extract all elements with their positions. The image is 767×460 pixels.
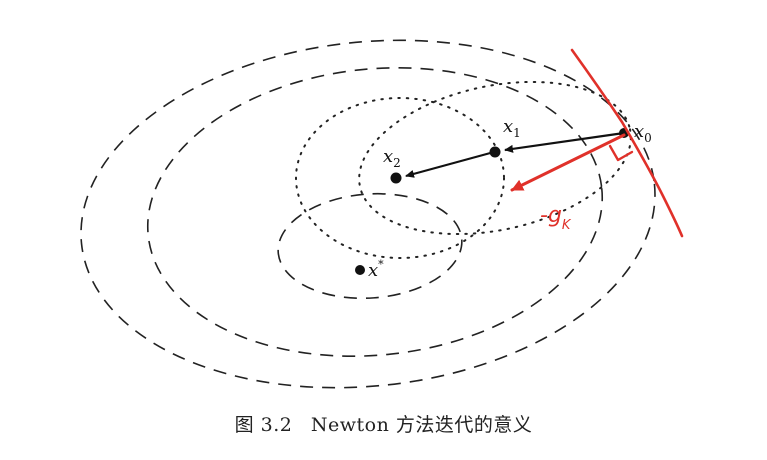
right-angle-mark [608, 144, 634, 162]
quadratic-model-x1 [295, 97, 505, 259]
tangent-line [570, 48, 684, 238]
label-x0: x0 [634, 121, 652, 145]
contour-outer [80, 39, 656, 389]
point-x2 [390, 172, 402, 184]
newton-diagram: x0 x1 x2 x* -gK [80, 39, 684, 389]
quadratic-model-x0 [358, 80, 632, 236]
step-arrow-x0-x1 [504, 131, 625, 153]
caption-text: Newton 方法迭代的意义 [310, 414, 533, 436]
figure-caption: 图 3.2 Newton 方法迭代的意义 [0, 410, 767, 437]
label-x2: x2 [383, 146, 401, 170]
caption-figure-number: 图 3.2 [234, 414, 293, 436]
point-xstar [355, 265, 365, 275]
negative-gradient-label: -gK [540, 203, 572, 233]
point-x1 [489, 146, 501, 158]
negative-gradient-arrow [510, 133, 626, 192]
label-xstar: x* [368, 258, 384, 281]
label-x1: x1 [503, 116, 521, 140]
step-arrow-x1-x2 [405, 150, 495, 178]
